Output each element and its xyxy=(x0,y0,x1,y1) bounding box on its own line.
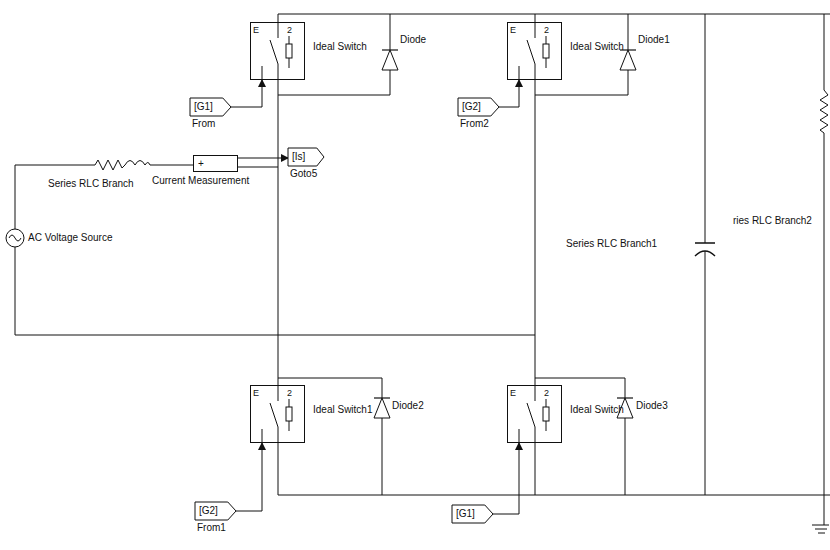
switch-symbol xyxy=(262,22,292,80)
block-name: From2 xyxy=(460,118,489,130)
port-label: 2 xyxy=(544,387,549,399)
connectors xyxy=(231,80,519,514)
signal-connector xyxy=(238,158,288,159)
block-name: From xyxy=(192,118,215,130)
diode-wire xyxy=(278,378,382,495)
signal-connector xyxy=(499,80,519,107)
diode-symbol xyxy=(620,50,636,70)
port-label: E xyxy=(253,24,259,36)
goto-tag: [Is]Goto5 xyxy=(288,148,324,166)
diode-symbol xyxy=(382,50,398,70)
switch-symbol xyxy=(262,385,292,443)
ground-symbol xyxy=(812,495,829,533)
signal-connector xyxy=(231,80,262,107)
diode-symbol xyxy=(374,398,390,418)
switch-symbol xyxy=(519,22,549,80)
tag-text: [G2] xyxy=(458,98,499,116)
sine-symbol xyxy=(9,235,21,241)
left-leg xyxy=(278,80,279,385)
block-name: Ideal Switch1 xyxy=(313,404,372,416)
part-name: Series RLC Branch1 xyxy=(566,238,657,250)
current-measurement: +Current Measurement xyxy=(193,155,238,172)
right-leg xyxy=(535,80,536,385)
from-tag: [G2]From2 xyxy=(458,98,499,116)
wires xyxy=(6,14,830,533)
inductor-symbol xyxy=(125,161,150,166)
block-name: Current Measurement xyxy=(152,175,249,187)
switch-symbols xyxy=(262,22,636,443)
part-name: Diode xyxy=(400,34,426,46)
diode-wire xyxy=(278,14,390,95)
source-wire xyxy=(15,165,278,229)
source-return xyxy=(15,247,535,335)
from-tag: [G2]From1 xyxy=(195,502,236,520)
port-label: 2 xyxy=(287,387,292,399)
block-name: Ideal Switch xyxy=(570,41,624,53)
capacitor-wire xyxy=(705,14,706,495)
part-name: Diode1 xyxy=(638,34,670,46)
block-name: Ideal Switch xyxy=(313,41,367,53)
signal-connector xyxy=(493,443,519,514)
part-name: Diode3 xyxy=(636,400,668,412)
port-label: E xyxy=(510,387,516,399)
part-name: ries RLC Branch2 xyxy=(733,215,812,227)
tag-text: [G1] xyxy=(190,98,231,116)
port-label: 2 xyxy=(544,24,549,36)
block-name: From1 xyxy=(197,522,226,534)
port-label: E xyxy=(253,387,259,399)
part-name: Diode2 xyxy=(392,400,424,412)
resistor-symbol xyxy=(820,14,828,495)
tag-text: [Is] xyxy=(288,148,324,166)
tag-text: [G2] xyxy=(195,502,236,520)
top-rail xyxy=(278,14,830,22)
part-name: Series RLC Branch xyxy=(48,178,134,190)
ac-source-symbol xyxy=(6,229,24,247)
diode-wire xyxy=(535,378,625,495)
switch-symbol xyxy=(519,385,549,443)
terminal-sign: + xyxy=(198,158,204,170)
port-label: 2 xyxy=(287,24,292,36)
from-tag: [G1] xyxy=(452,505,493,523)
part-name: AC Voltage Source xyxy=(28,232,113,244)
tag-text: [G1] xyxy=(452,505,493,523)
block-name: Ideal Switch xyxy=(570,404,624,416)
port-label: E xyxy=(510,24,516,36)
capacitor-symbol xyxy=(695,243,715,256)
resistor-symbol xyxy=(95,160,125,170)
block-name: Goto5 xyxy=(290,168,317,180)
from-tag: [G1]From xyxy=(190,98,231,116)
signal-connector xyxy=(236,443,262,511)
bottom-rail xyxy=(278,443,830,495)
